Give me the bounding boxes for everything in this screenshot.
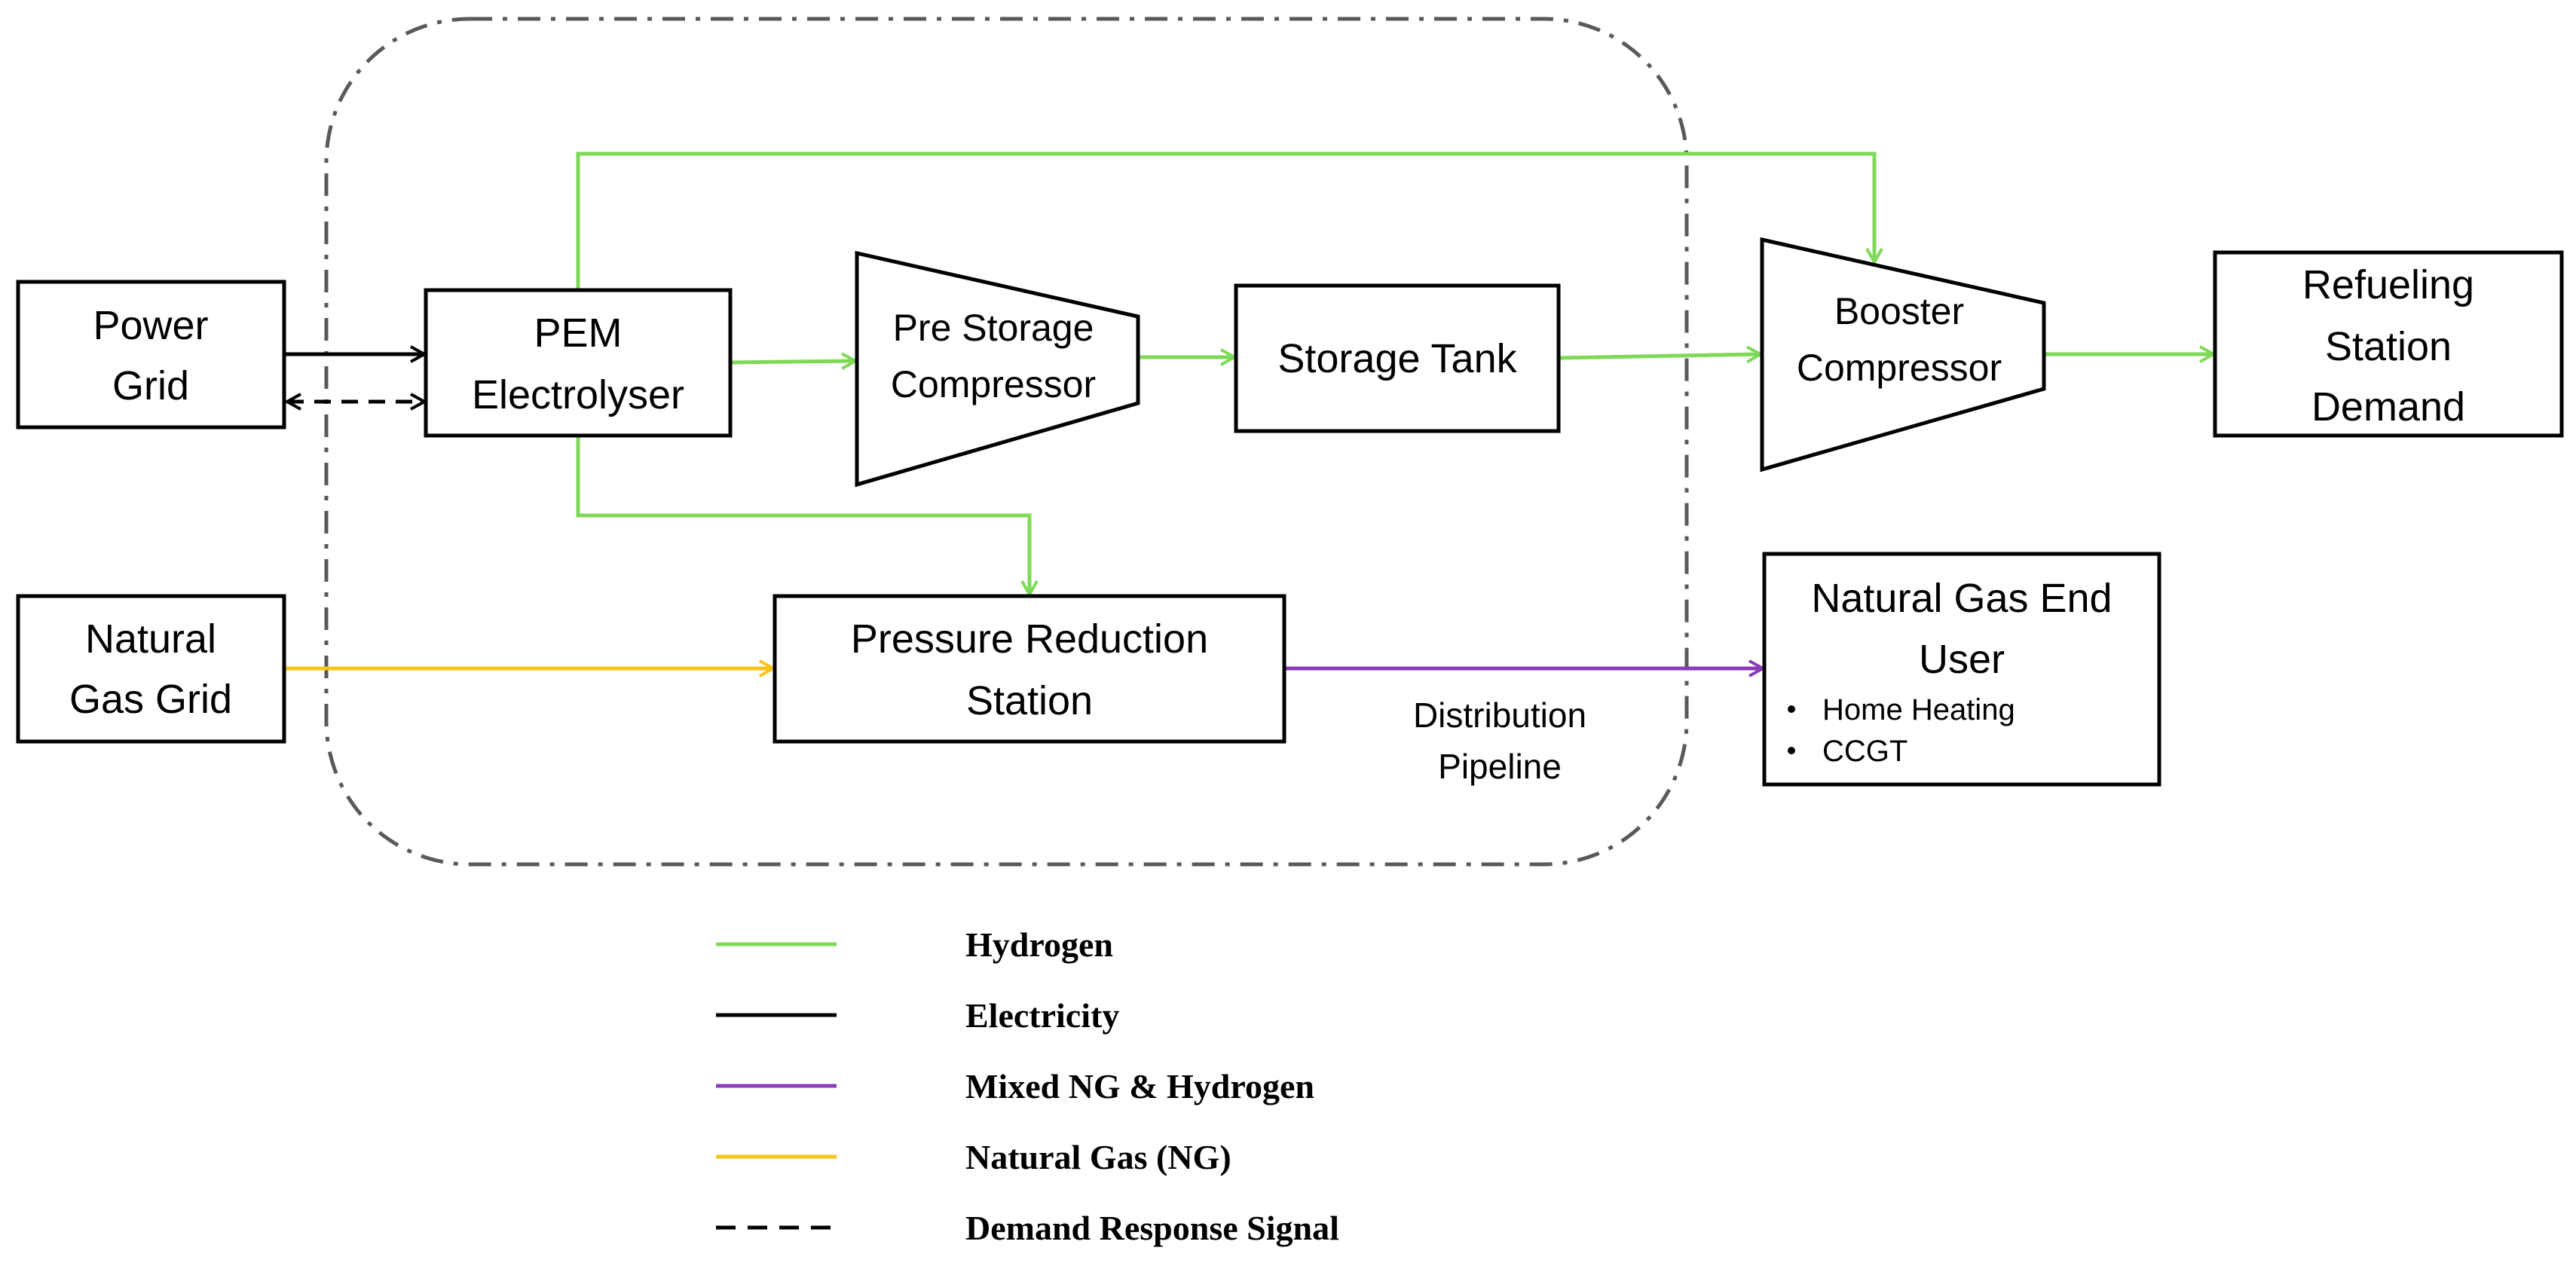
natural-gas-end-user-node: Natural Gas End User Home Heating CCGT (1762, 552, 2161, 787)
refueling-station-label-line3: Demand (2311, 384, 2465, 430)
hydrogen-to-booster (1558, 354, 1761, 358)
pre-storage-compressor-label-line1: Pre Storage (893, 307, 1094, 349)
system-boundary (324, 17, 1689, 867)
power-grid-label-line2: Grid (112, 363, 189, 408)
power-grid-node: Power Grid (16, 280, 286, 430)
booster-compressor-node: Booster Compressor (1760, 237, 2046, 472)
legend-label: Hydrogen (965, 925, 1113, 964)
bullet-dot (1788, 747, 1795, 754)
legend-label: Demand Response Signal (965, 1209, 1339, 1247)
bullet-dot (1788, 705, 1795, 713)
pre-storage-compressor-node: Pre Storage Compressor (855, 250, 1140, 488)
natural-gas-grid-label-line2: Gas Grid (69, 677, 232, 722)
end-user-title-line1: Natural Gas End (1811, 576, 2112, 621)
legend-label: Mixed NG & Hydrogen (965, 1067, 1314, 1105)
legend-label: Electricity (965, 996, 1119, 1035)
legend-label: Natural Gas (NG) (965, 1138, 1231, 1176)
natural-gas-grid-label-line1: Natural (85, 616, 216, 662)
natural-gas-grid-node: Natural Gas Grid (16, 594, 286, 744)
pressure-reduction-station-node: Pressure Reduction Station (772, 594, 1286, 744)
pressure-reduction-label-line2: Station (966, 678, 1093, 723)
end-user-bullet-1: Home Heating (1822, 693, 2015, 726)
distribution-pipeline-label-line2: Pipeline (1438, 747, 1562, 786)
refueling-station-label-line2: Station (2325, 324, 2452, 369)
pem-electrolyser-node: PEM Electrolyser (424, 288, 733, 438)
hydrogen-to-pressure-reduction (576, 436, 1029, 595)
booster-compressor-label-line1: Booster (1834, 290, 1964, 332)
pem-electrolyser-label-line1: PEM (534, 310, 622, 356)
booster-compressor-label-line2: Compressor (1797, 347, 2002, 389)
power-grid-label-line1: Power (93, 303, 208, 348)
hydrogen-to-precompressor (730, 361, 855, 362)
storage-tank-label: Storage Tank (1277, 336, 1517, 381)
refueling-station-label-line1: Refueling (2302, 262, 2474, 307)
hydrogen-bypass-arrow (576, 151, 1874, 290)
end-user-title-line2: User (1919, 637, 2005, 682)
pem-electrolyser-label-line2: Electrolyser (472, 372, 684, 417)
pre-storage-compressor-label-line2: Compressor (891, 363, 1096, 405)
storage-tank-node: Storage Tank (1234, 283, 1561, 433)
refueling-station-demand-node: Refueling Station Demand (2213, 250, 2564, 438)
pressure-reduction-label-line1: Pressure Reduction (851, 616, 1208, 662)
connectors (284, 151, 2213, 668)
distribution-pipeline-label-line1: Distribution (1413, 696, 1586, 735)
end-user-bullet-2: CCGT (1822, 735, 1908, 768)
